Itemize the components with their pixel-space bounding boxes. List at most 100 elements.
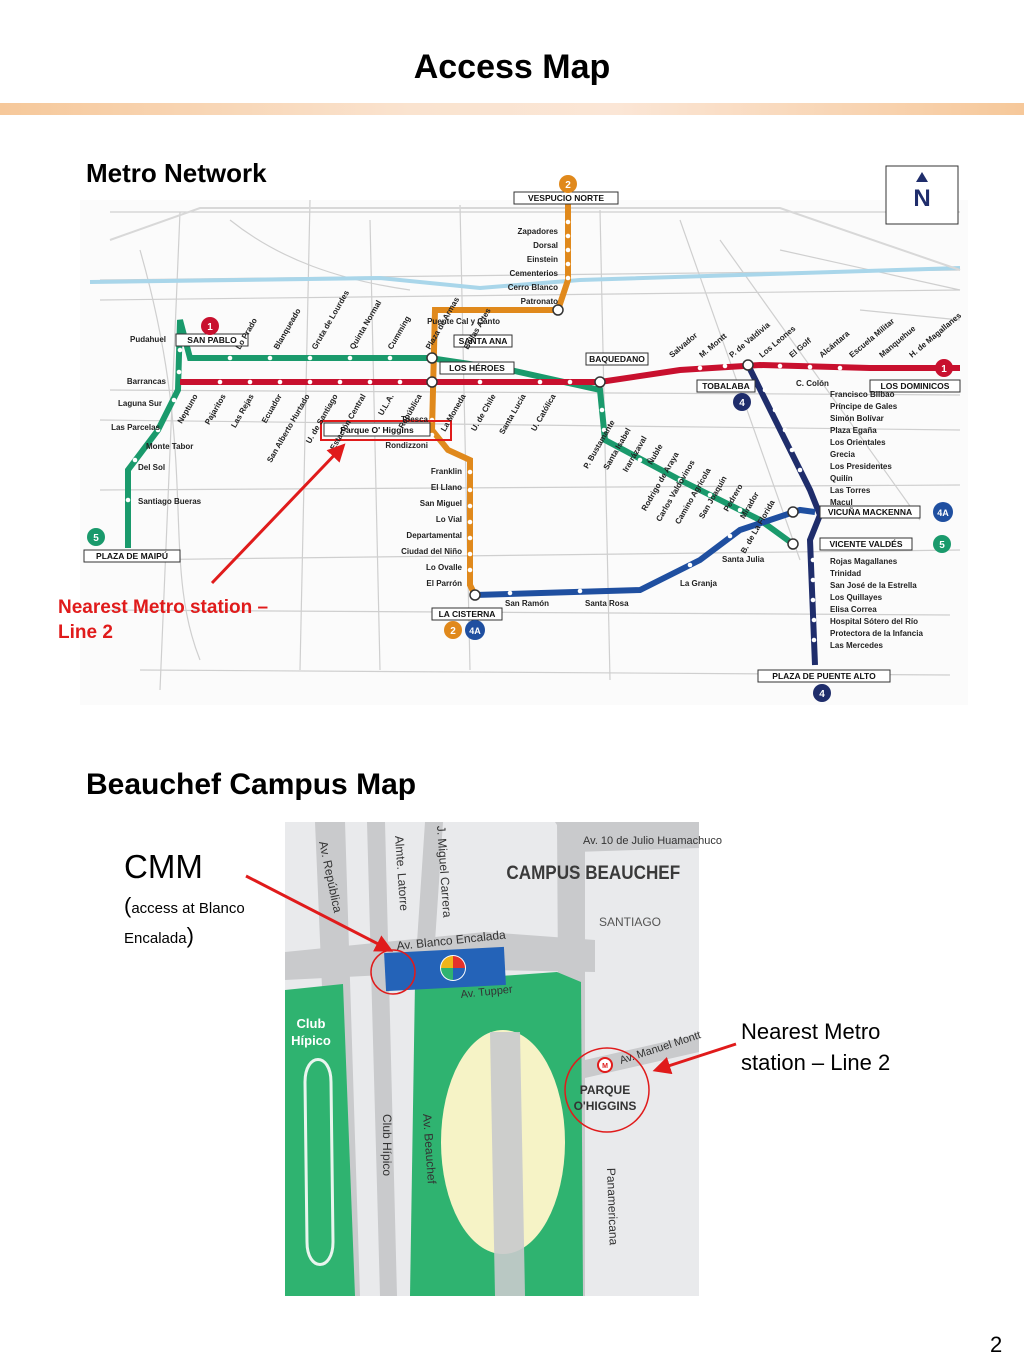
metro-nearest-station-note: Nearest Metro station – Line 2 bbox=[58, 595, 268, 645]
station-vicuna-mackenna: VICUÑA MACKENNA bbox=[828, 507, 912, 517]
station-label: C. Colón bbox=[796, 379, 829, 388]
station-label: Laguna Sur bbox=[118, 399, 162, 408]
station-dots bbox=[125, 219, 843, 643]
title-divider bbox=[0, 103, 1024, 115]
campus-note-line2: station – Line 2 bbox=[741, 1050, 891, 1075]
station-label: Plaza Egaña bbox=[830, 426, 877, 435]
station-label: Macul bbox=[830, 498, 853, 507]
station-label: Toesca bbox=[401, 415, 429, 424]
campus-beauchef-map[interactable]: M CAMPUS BEAUCHEF SANTIAGO Av. 10 de Jul… bbox=[285, 822, 722, 1296]
station-label: Lo Ovalle bbox=[426, 563, 463, 572]
terminus-plaza-de-puente-alto: PLAZA DE PUENTE ALTO bbox=[772, 671, 876, 681]
cmm-access-text: access at Blanco Encalada bbox=[124, 900, 245, 947]
highlight-box-parque-ohiggins bbox=[320, 420, 452, 441]
svg-text:M: M bbox=[602, 1063, 608, 1070]
station-label: Barrancas bbox=[127, 377, 167, 386]
station-label: Rondizzoni bbox=[385, 441, 428, 450]
cmm-label: CMM bbox=[124, 848, 203, 885]
station-label: Elisa Correa bbox=[830, 605, 877, 614]
station-label: Rojas Magallanes bbox=[830, 557, 898, 566]
badge-line-5-east: 5 bbox=[939, 540, 945, 551]
metro-line-2[interactable] bbox=[428, 192, 571, 597]
station-label: Cementerios bbox=[510, 269, 559, 278]
station-santa-ana: SANTA ANA bbox=[459, 336, 508, 346]
campus-map-title: CAMPUS BEAUCHEF bbox=[506, 862, 680, 883]
compass-north: N bbox=[885, 165, 959, 225]
station-parque-ohiggins: Parque O' Higgins bbox=[340, 425, 414, 435]
street-av-tupper: Av. Tupper bbox=[460, 984, 513, 1001]
badge-line-1-west: 1 bbox=[207, 322, 213, 333]
badge-line-4a: 4A bbox=[937, 508, 949, 518]
station-label: Puente Cal y Canto bbox=[427, 317, 500, 326]
terminus-labels: VESPUCIO NORTE SAN PABLO SANTA ANA LOS H… bbox=[83, 191, 961, 683]
metro-line-1[interactable] bbox=[180, 361, 960, 385]
station-los-heroes: LOS HÉROES bbox=[449, 363, 505, 373]
terminus-la-cisterna: LA CISTERNA bbox=[439, 609, 496, 619]
station-label: Patronato bbox=[521, 297, 558, 306]
station-label: Santa Julia bbox=[722, 555, 765, 564]
station-label: Protectora de la Infancia bbox=[830, 629, 923, 638]
street-almte-latorre: Almte. Latorre bbox=[392, 835, 411, 911]
street-club-hipico: Club Hípico bbox=[380, 1114, 394, 1176]
station-label-ohiggins: O'HIGGINS bbox=[574, 1099, 637, 1113]
station-label-parque: PARQUE bbox=[580, 1083, 630, 1097]
badge-line-5-west: 5 bbox=[93, 533, 99, 544]
station-label: Pudahuel bbox=[130, 335, 166, 344]
station-label: Santiago Bueras bbox=[138, 497, 202, 506]
street-j-miguel-carrera: J. Miguel Carrera bbox=[434, 825, 454, 918]
station-label: La Granja bbox=[680, 579, 717, 588]
station-label: Einstein bbox=[527, 255, 558, 264]
station-label: Dorsal bbox=[533, 241, 558, 250]
cmm-access-note: (access at Blanco Encalada) bbox=[124, 892, 274, 952]
terminus-los-dominicos: LOS DOMINICOS bbox=[881, 381, 950, 391]
station-label: San José de la Estrella bbox=[830, 581, 917, 590]
station-label: Ciudad del Niño bbox=[401, 547, 462, 556]
club-hipico-label-2: Hípico bbox=[291, 1033, 331, 1048]
transfer-stations bbox=[426, 304, 799, 601]
metro-section-title: Metro Network bbox=[86, 158, 267, 188]
campus-note-line1: Nearest Metro bbox=[741, 1019, 881, 1044]
station-label: Lo Vial bbox=[436, 515, 462, 524]
river bbox=[89, 266, 961, 291]
station-baquedano: BAQUEDANO bbox=[589, 354, 645, 364]
campus-logo-icon bbox=[440, 955, 466, 981]
campus-section-title: Beauchef Campus Map bbox=[86, 768, 417, 801]
station-label: Santa Rosa bbox=[585, 599, 629, 608]
line-badges: 2 1 1 4 4A 5 5 2 4A 4 bbox=[87, 175, 953, 702]
campus-nearest-station-note: Nearest Metro station – Line 2 bbox=[741, 1016, 941, 1078]
metro-network-map[interactable]: VESPUCIO NORTE SAN PABLO SANTA ANA LOS H… bbox=[80, 160, 970, 705]
club-hipico-area bbox=[285, 984, 355, 1296]
station-label: Príncipe de Gales bbox=[830, 402, 898, 411]
station-label: Las Parcelas bbox=[111, 423, 160, 432]
station-vicente-valdes: VICENTE VALDÉS bbox=[829, 539, 902, 549]
metro-station-icon: M bbox=[597, 1057, 613, 1073]
badge-line-4: 4 bbox=[739, 398, 745, 409]
station-label: Departamental bbox=[406, 531, 462, 540]
street-av-beauchef: Av. Beauchef bbox=[420, 1113, 439, 1185]
badge-line-2-top: 2 bbox=[565, 180, 571, 191]
station-label: El Parrón bbox=[426, 579, 462, 588]
terminus-vespucio-norte: VESPUCIO NORTE bbox=[528, 193, 604, 203]
city-label: SANTIAGO bbox=[599, 915, 661, 929]
station-label: El Llano bbox=[431, 483, 462, 492]
station-label: Quilín bbox=[830, 474, 853, 483]
station-label: Francisco Bilbao bbox=[830, 390, 895, 399]
station-label: San Ramón bbox=[505, 599, 549, 608]
page-title: Access Map bbox=[413, 48, 611, 86]
station-label: Trinidad bbox=[830, 569, 861, 578]
north-arrow-icon bbox=[916, 172, 928, 182]
paren-close: ) bbox=[186, 923, 194, 948]
terminus-plaza-de-maipu: PLAZA DE MAIPÚ bbox=[96, 550, 168, 561]
station-label: Grecia bbox=[830, 450, 855, 459]
page-number: 2 bbox=[990, 1332, 1003, 1357]
svg-text:N: N bbox=[913, 185, 930, 212]
paren-open: ( bbox=[124, 893, 132, 918]
badge-line-1-east: 1 bbox=[941, 364, 947, 375]
station-label: Monte Tabor bbox=[146, 442, 193, 451]
metro-line-4a[interactable] bbox=[474, 506, 816, 598]
street-panamericana: Panamericana bbox=[604, 1168, 621, 1246]
station-label: Zapadores bbox=[518, 227, 559, 236]
metro-note-line1: Nearest Metro station – bbox=[58, 597, 269, 618]
station-label: Los Orientales bbox=[830, 438, 886, 447]
club-hipico-label-1: Club bbox=[297, 1016, 326, 1031]
